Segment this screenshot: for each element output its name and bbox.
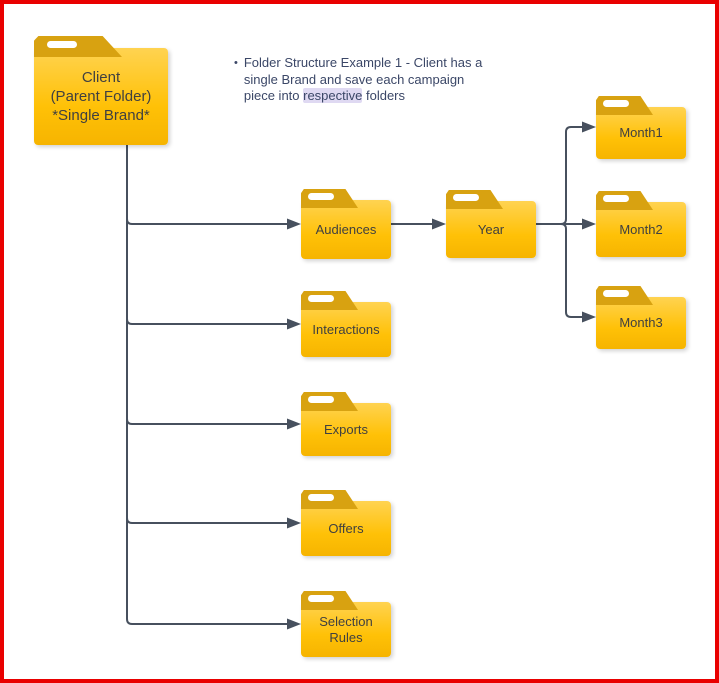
folder-body bbox=[596, 107, 686, 159]
folder-tab-icon bbox=[301, 591, 358, 610]
folder-tab-icon bbox=[301, 490, 358, 509]
folder-month3[interactable]: Month3 bbox=[596, 286, 686, 349]
folder-tab-slot bbox=[308, 595, 334, 602]
folder-tab-slot bbox=[603, 100, 629, 107]
arrowhead-offers bbox=[287, 517, 301, 529]
folder-tab-slot bbox=[308, 193, 334, 200]
connector-fork-month3 bbox=[560, 223, 582, 318]
folder-label: Month3 bbox=[619, 315, 663, 330]
folder-exports[interactable]: Exports bbox=[301, 392, 391, 456]
folder-body bbox=[301, 302, 391, 357]
folder-label: Client (Parent Folder) *Single Brand* bbox=[50, 69, 152, 124]
folder-label: Exports bbox=[323, 421, 369, 437]
folder-tab-slot bbox=[308, 295, 334, 302]
annotation-line-1: Folder Structure Example 1 - Client has … bbox=[243, 55, 483, 70]
folder-label: Selection Rules bbox=[319, 613, 373, 645]
folder-body bbox=[446, 201, 536, 258]
folder-tab-icon bbox=[301, 189, 358, 208]
folder-tab-icon bbox=[596, 286, 653, 305]
folder-label: Month2 bbox=[619, 221, 663, 237]
folder-body bbox=[301, 602, 391, 657]
connector-lines bbox=[126, 121, 596, 630]
folder-tab-slot bbox=[603, 290, 629, 297]
annotation-line-2: single Brand and save each campaign bbox=[243, 71, 465, 87]
folder-body bbox=[301, 501, 391, 556]
connector-fork-month1 bbox=[560, 126, 582, 225]
arrowhead-interactions bbox=[287, 318, 301, 330]
folder-body bbox=[301, 200, 391, 259]
annotation-text: Folder Structure Example 1 - Client has … bbox=[244, 55, 482, 105]
arrowhead-month1 bbox=[582, 121, 596, 133]
folder-tab-slot bbox=[603, 195, 629, 202]
folder-tab-icon bbox=[446, 190, 503, 209]
folder-tab-slot bbox=[308, 396, 334, 403]
folder-tab-icon bbox=[301, 392, 358, 411]
arrowhead-exports bbox=[287, 418, 301, 430]
highlighted-word: respective bbox=[303, 88, 363, 103]
bullet-icon: • bbox=[234, 57, 238, 69]
folder-client[interactable]: Client (Parent Folder) *Single Brand* bbox=[34, 36, 168, 145]
folder-offers[interactable]: Offers bbox=[301, 490, 391, 556]
folder-label: Audiences bbox=[315, 221, 377, 237]
arrowhead-selection-rules bbox=[287, 618, 301, 630]
annotation-line-3: piece into respective folders bbox=[243, 88, 406, 103]
folder-audiences[interactable]: Audiences bbox=[301, 189, 391, 259]
folder-tab-icon bbox=[596, 191, 653, 210]
folder-tab-icon bbox=[301, 291, 358, 310]
folder-month1[interactable]: Month1 bbox=[596, 96, 686, 159]
folder-body bbox=[596, 297, 686, 349]
folder-year[interactable]: Year bbox=[446, 190, 536, 258]
connector-branch-offers bbox=[126, 517, 287, 524]
connector-branch-interactions bbox=[126, 318, 287, 325]
folder-tab-slot bbox=[453, 194, 479, 201]
connector-branch-exports bbox=[126, 418, 287, 425]
arrowhead-month2 bbox=[582, 218, 596, 230]
folder-interactions[interactable]: Interactions bbox=[301, 291, 391, 357]
folder-label: Offers bbox=[328, 520, 364, 536]
connector-branch-audiences bbox=[126, 218, 287, 225]
arrowhead-year bbox=[432, 218, 446, 230]
folder-label: Month1 bbox=[619, 125, 663, 140]
annotation-note: • Folder Structure Example 1 - Client ha… bbox=[234, 55, 502, 105]
folder-label: Interactions bbox=[312, 321, 380, 337]
folder-selection-rules[interactable]: Selection Rules bbox=[301, 591, 391, 657]
folder-month2[interactable]: Month2 bbox=[596, 191, 686, 257]
folder-tab-slot bbox=[47, 41, 77, 48]
folder-tab-icon bbox=[34, 36, 122, 57]
folder-body bbox=[301, 403, 391, 456]
folder-tab-icon bbox=[596, 96, 653, 115]
folder-tab-slot bbox=[308, 494, 334, 501]
folder-body bbox=[596, 202, 686, 257]
folder-body bbox=[34, 48, 168, 145]
arrowhead-audiences bbox=[287, 218, 301, 230]
connector-trunk-client bbox=[126, 145, 287, 625]
arrowhead-month3 bbox=[582, 311, 596, 323]
folder-label: Year bbox=[477, 221, 505, 237]
